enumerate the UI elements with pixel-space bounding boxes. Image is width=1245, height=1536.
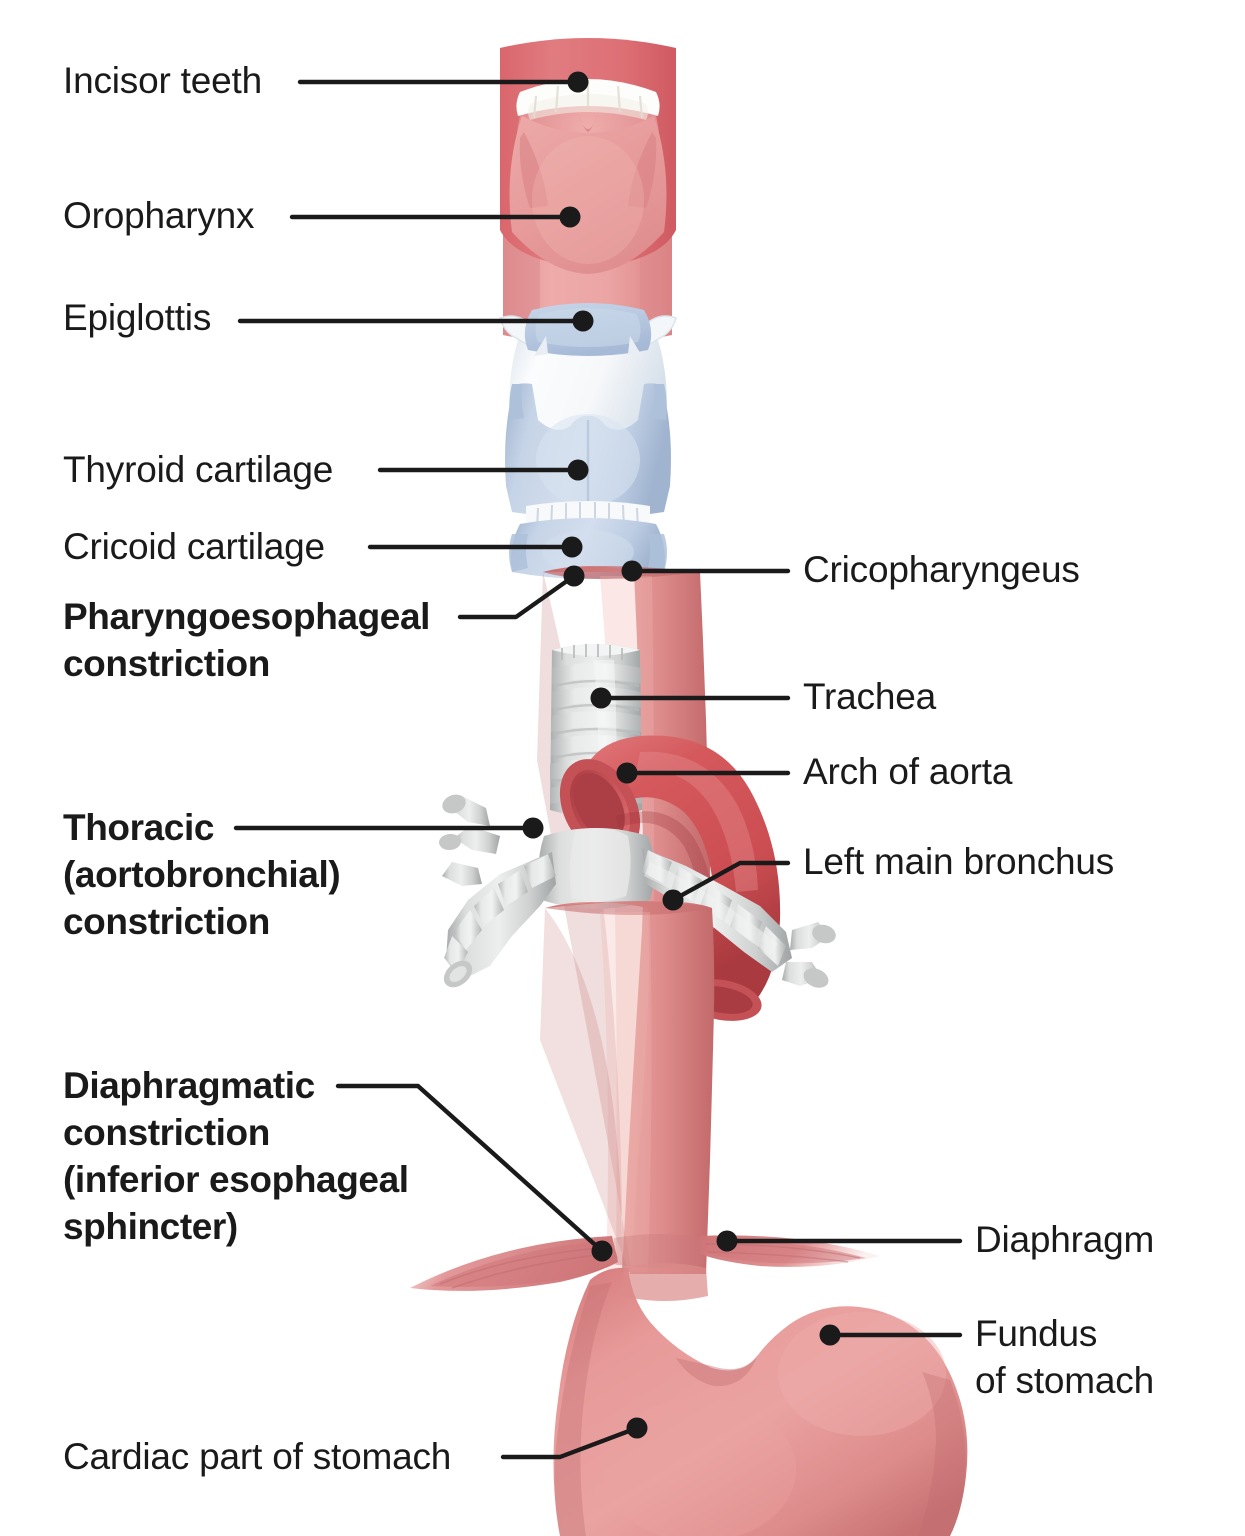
label-epiglottis-line-1: Epiglottis [63,297,212,338]
leader-arch-of-aorta-dot [616,762,638,784]
label-diaphragmatic-constriction-line-4: sphincter) [63,1206,238,1247]
leader-left-main-bronchus-dot [662,889,684,911]
label-oropharynx: Oropharynx [63,192,255,239]
label-diaphragm: Diaphragm [975,1216,1154,1263]
label-fundus-of-stomach-line-2: of stomach [975,1360,1154,1401]
label-trachea-line-1: Trachea [803,676,936,717]
label-cricopharyngeus: Cricopharyngeus [803,546,1080,593]
leader-epiglottis-dot [572,310,594,332]
leader-thyroid-cartilage-dot [567,459,589,481]
label-diaphragm-line-1: Diaphragm [975,1219,1155,1260]
leader-oropharynx-dot [559,206,581,228]
leader-pharyngoesophageal-dot [563,565,585,587]
label-incisor-teeth: Incisor teeth [63,57,262,104]
label-fundus-of-stomach: Fundus of stomach [975,1310,1154,1404]
label-arch-of-aorta: Arch of aorta [803,748,1012,795]
label-cardiac-part-of-stomach: Cardiac part of stomach [63,1433,451,1480]
leader-cardiac-part [500,1425,640,1460]
label-thoracic-constriction-line-1: Thoracic [63,807,215,848]
label-left-main-bronchus: Left main bronchus [803,838,1114,885]
label-pharyngoesophageal-constriction-line-2: constriction [63,643,270,684]
label-pharyngoesophageal-constriction-line-1: Pharyngoesophageal [63,596,431,637]
label-thoracic-constriction-line-3: constriction [63,901,270,942]
label-thoracic-constriction-line-2: (aortobronchial) [63,854,341,895]
thyroid-cartilage-group [505,383,671,518]
leader-diaphragm-dot [716,1230,738,1252]
leader-lines-layer [233,71,963,1460]
label-thyroid-cartilage: Thyroid cartilage [63,446,333,493]
leader-diaphragmatic [335,1083,605,1254]
label-cardiac-part-of-stomach-line-1: Cardiac part of stomach [63,1436,452,1477]
label-diaphragmatic-constriction-line-2: constriction [63,1112,270,1153]
leader-cardiac-part-dot [626,1417,648,1439]
leader-fundus-dot [819,1324,841,1346]
label-epiglottis: Epiglottis [63,294,211,341]
label-thoracic-constriction: Thoracic (aortobronchial) constriction [63,804,341,945]
label-incisor-teeth-line-1: Incisor teeth [63,60,262,101]
label-diaphragmatic-constriction-line-1: Diaphragmatic [63,1065,315,1106]
diaphragm-group [410,1234,880,1291]
stomach-group [553,1263,968,1536]
label-cricopharyngeus-line-1: Cricopharyngeus [803,549,1080,590]
leader-cricoid-cartilage-dot [561,536,583,558]
leader-diaphragmatic-dot [591,1240,613,1262]
label-arch-of-aorta-line-1: Arch of aorta [803,751,1013,792]
right-main-bronchus [439,794,556,988]
label-fundus-of-stomach-line-1: Fundus [975,1313,1098,1354]
label-trachea: Trachea [803,673,936,720]
leader-cricopharyngeus-dot [621,560,643,582]
bronchi-group [439,794,836,988]
leader-trachea-dot [590,687,612,709]
mouth-group [500,38,676,274]
label-oropharynx-line-1: Oropharynx [63,195,255,236]
leader-pharyngoesophageal [457,573,577,620]
label-cricoid-cartilage: Cricoid cartilage [63,523,325,570]
label-left-main-bronchus-line-1: Left main bronchus [803,841,1115,882]
esophagus-lower-overlay [540,901,715,1274]
label-diaphragmatic-constriction-line-3: (inferior esophageal [63,1159,409,1200]
label-diaphragmatic-constriction: Diaphragmatic constriction (inferior esoph… [63,1062,409,1250]
leader-left-main-bronchus [670,860,791,903]
leader-incisor-teeth-dot [567,71,589,93]
label-pharyngoesophageal-constriction: Pharyngoesophageal constriction [63,593,430,687]
label-cricoid-cartilage-line-1: Cricoid cartilage [63,526,325,567]
label-thyroid-cartilage-line-1: Thyroid cartilage [63,449,334,490]
leader-thoracic-dot [522,817,544,839]
